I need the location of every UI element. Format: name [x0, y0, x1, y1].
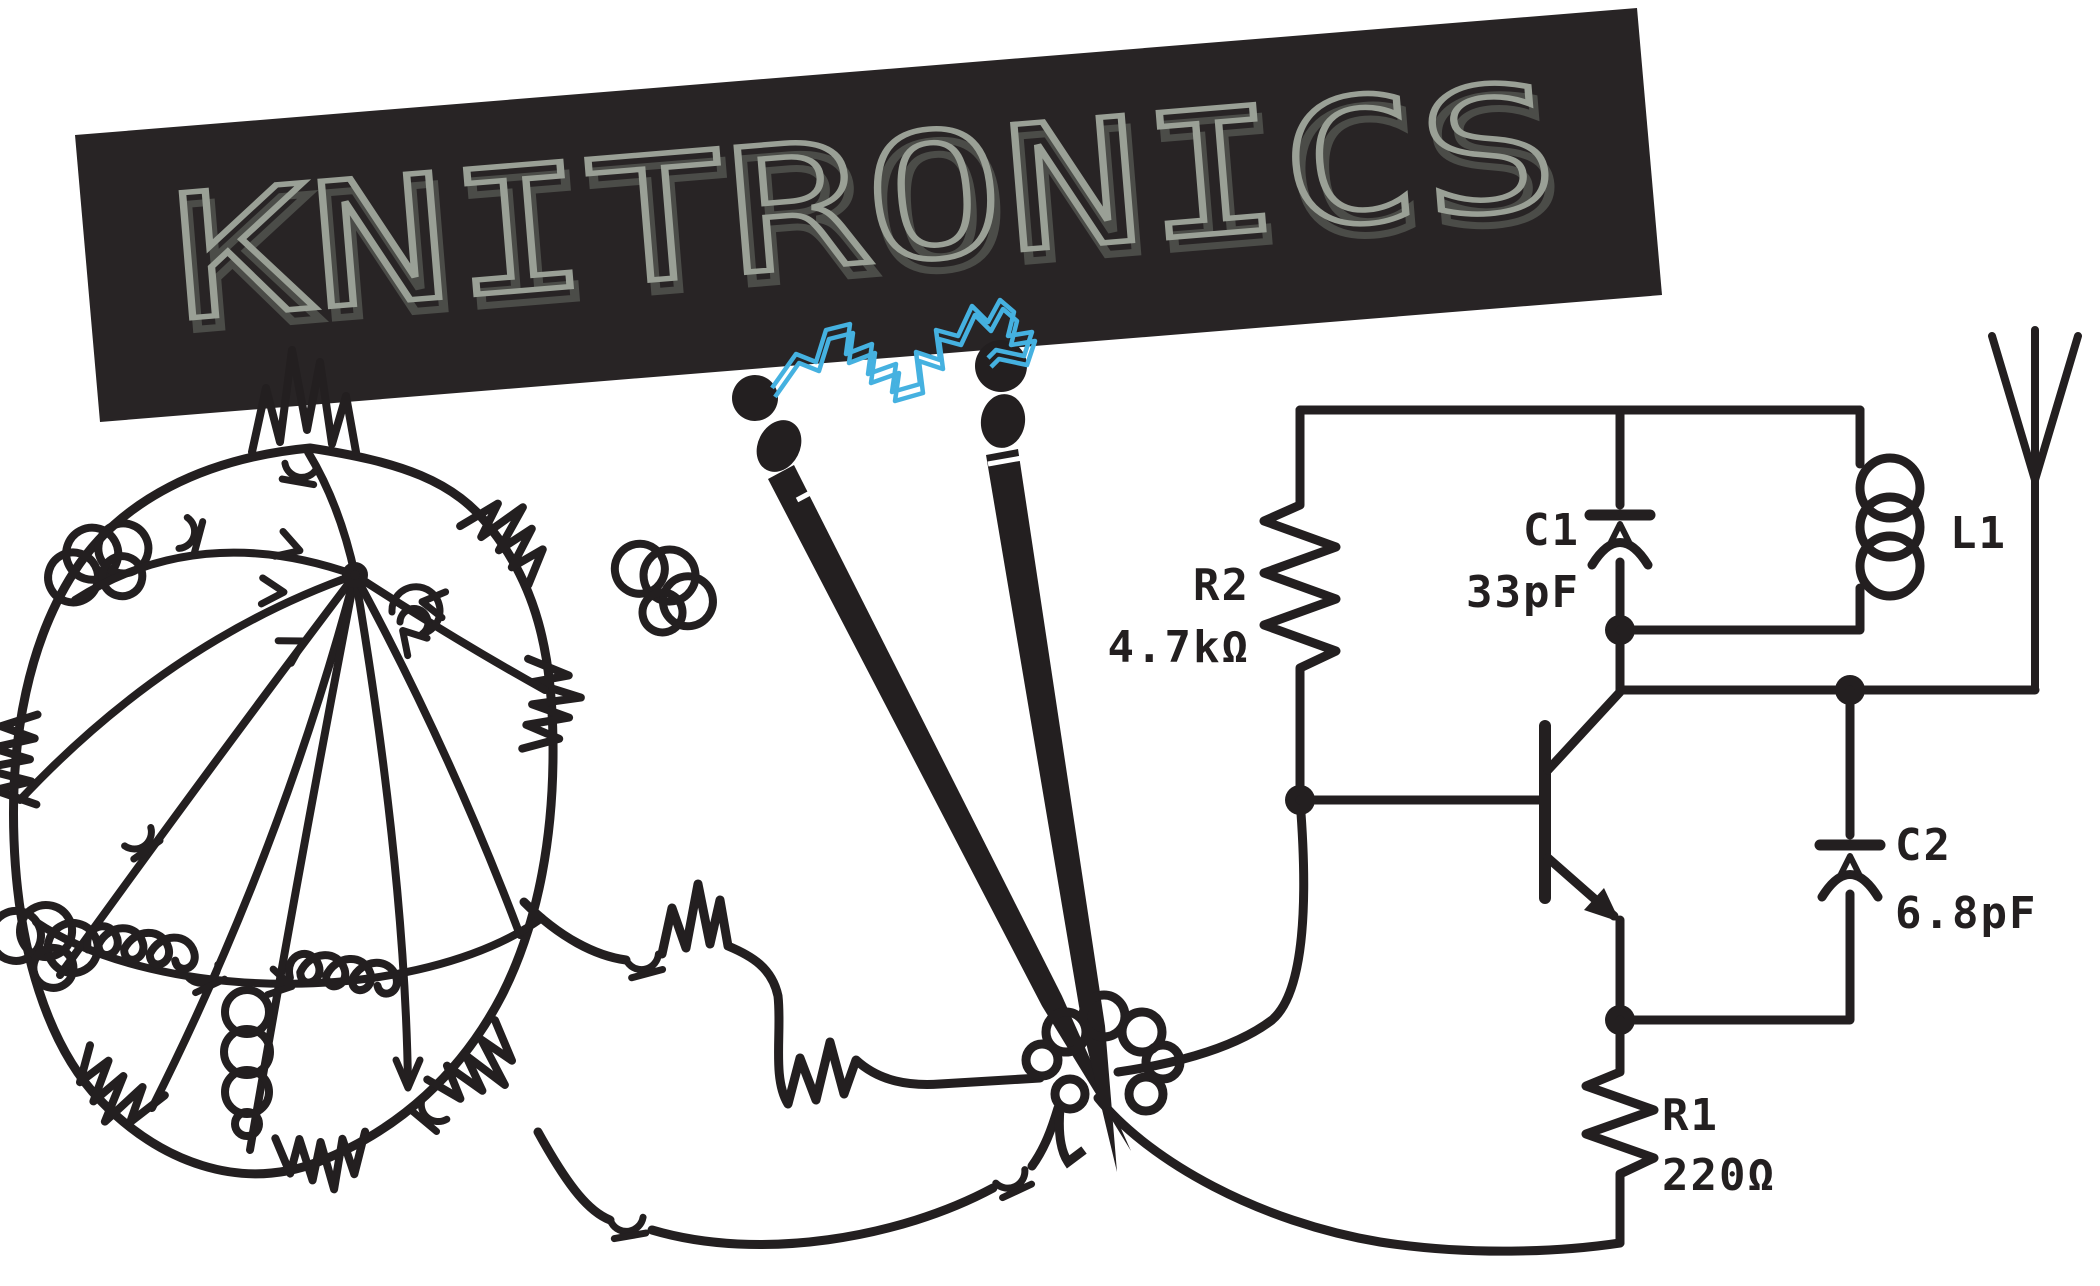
collector-lead — [1543, 687, 1625, 775]
label-c1-name: C1 — [1523, 505, 1580, 556]
knitting-needles — [732, 297, 1185, 1172]
wire-to-base — [1113, 795, 1309, 1077]
wire-to-r1 — [1093, 1093, 1625, 1256]
coil-stack-icon — [220, 986, 274, 1140]
yarn-wrap — [1021, 990, 1185, 1169]
label-r1-name: R1 — [1662, 1090, 1719, 1141]
pole-swirl — [388, 583, 444, 638]
label-r2-name: R2 — [1193, 560, 1250, 611]
label-c2-value: 6.8pF — [1895, 888, 2037, 939]
capacitor-c1 — [1584, 405, 1656, 695]
resistor-burst-icon — [59, 1044, 165, 1141]
zigzag-crown — [248, 346, 360, 456]
inductor-l1 — [1615, 405, 1925, 635]
knitting-needle-left — [732, 375, 1131, 1151]
antenna-icon — [1988, 326, 2082, 694]
yarn-ball-circuit — [0, 346, 729, 1192]
oscillator-schematic — [1259, 326, 2082, 1248]
resistor-r1 — [1581, 1015, 1659, 1248]
resistor-burst-icon — [460, 484, 564, 586]
label-c1-value: 33pF — [1466, 567, 1580, 618]
pole-dot — [342, 562, 368, 588]
label-r2-value: 4.7kΩ — [1108, 622, 1250, 673]
banner-background — [75, 8, 1662, 422]
coil-cluster-icon — [595, 523, 729, 651]
yarn-meridians — [16, 448, 549, 1154]
transistor-icon — [1295, 687, 1625, 1025]
down-arrow — [392, 1056, 424, 1092]
spark-icon — [770, 297, 1038, 404]
label-r1-value: 220Ω — [1662, 1150, 1776, 1201]
label-l1-name: L1 — [1950, 508, 2007, 559]
emitter-arrow — [1584, 888, 1620, 922]
schematic-labels: R2 4.7kΩ C1 33pF L1 C2 6.8pF R1 220Ω — [1108, 505, 2037, 1201]
knitting-needle-right — [975, 340, 1117, 1172]
label-c2-name: C2 — [1895, 820, 1952, 871]
capacitor-c2 — [1615, 685, 1886, 1025]
resistor-r2 — [1259, 405, 1341, 805]
